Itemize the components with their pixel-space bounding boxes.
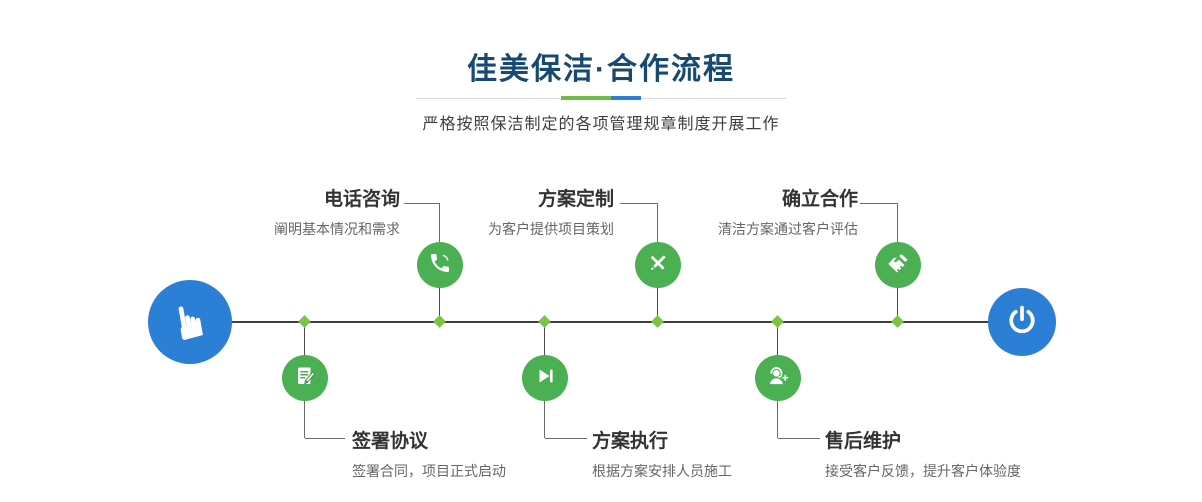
step-desc: 为客户提供项目策划 [488,221,614,237]
step-desc: 根据方案安排人员施工 [592,463,732,479]
connector-line [545,438,587,439]
flow-line [190,321,1022,323]
connector-line [777,401,778,438]
connector-line [620,203,658,204]
step-desc: 清洁方案通过客户评估 [718,221,858,237]
connector-line [439,288,440,321]
connector-line [897,288,898,321]
flow-end-node [988,288,1056,356]
step-label-plan-execution: 方案执行 根据方案安排人员施工 [592,426,732,481]
phone-icon [428,251,452,280]
connector-line [657,203,658,242]
timeline-node [891,315,904,328]
timeline-node [298,315,311,328]
connector-line [404,203,440,204]
step-node-plan-execution [522,355,568,401]
flow-start-node: ☛ [148,280,232,364]
power-icon [1005,303,1039,342]
step-name: 签署协议 [352,431,429,452]
play-execute-icon [533,364,557,393]
step-label-cooperation: 确立合作 清洁方案通过客户评估 [718,184,858,239]
timeline-node [538,315,551,328]
step-name: 售后维护 [825,431,902,452]
connector-line [897,203,898,242]
step-node-plan-custom [635,242,681,288]
step-name: 方案执行 [592,431,669,452]
step-desc: 签署合同，项目正式启动 [352,463,506,479]
hand-pointer-icon: ☛ [160,297,220,347]
headset-support-icon [765,363,791,394]
design-tools-icon [646,251,670,280]
page-title: 佳美保洁·合作流程 [467,53,735,86]
step-label-plan-custom: 方案定制 为客户提供项目策划 [488,184,614,239]
timeline-node [651,315,664,328]
divider-accent-blue [611,96,641,100]
step-desc: 阐明基本情况和需求 [274,221,400,237]
handshake-icon [885,250,911,281]
connector-line [439,203,440,242]
step-name: 确立合作 [781,189,858,210]
timeline-node [433,315,446,328]
connector-line [305,438,345,439]
connector-line [778,438,820,439]
divider-accent-green [561,96,611,100]
step-node-aftersales [755,355,801,401]
step-label-aftersales: 售后维护 接受客户反馈，提升客户体验度 [825,426,1021,481]
connector-line [777,323,778,355]
step-node-cooperation [875,242,921,288]
timeline-node [771,315,784,328]
step-name: 电话咨询 [323,189,400,210]
connector-line [657,288,658,321]
page-subtitle: 严格按照保洁制定的各项管理规章制度开展工作 [422,116,780,133]
connector-line [544,323,545,355]
step-node-sign-agreement [282,355,328,401]
step-name: 方案定制 [537,189,614,210]
connector-line [304,323,305,355]
connector-line [544,401,545,438]
step-label-sign-agreement: 签署协议 签署合同，项目正式启动 [352,426,506,481]
step-label-phone-consult: 电话咨询 阐明基本情况和需求 [274,184,400,239]
step-node-phone-consult [417,242,463,288]
connector-line [860,203,898,204]
sign-document-icon [293,364,317,393]
connector-line [304,401,305,438]
step-desc: 接受客户反馈，提升客户体验度 [825,463,1021,479]
